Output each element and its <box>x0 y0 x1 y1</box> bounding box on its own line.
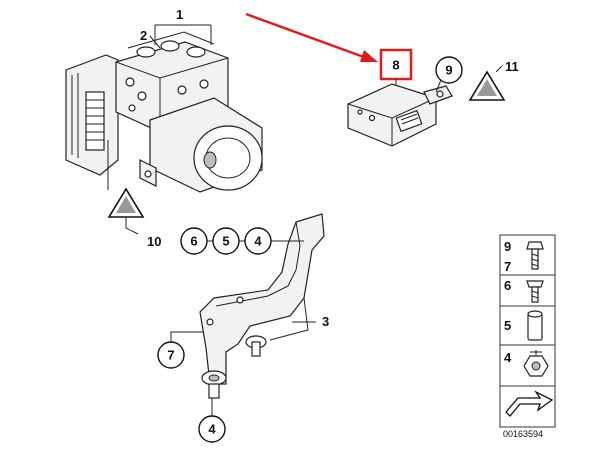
label-part-4-bottom: 4 <box>208 422 216 437</box>
nut-icon <box>523 350 549 377</box>
sleeve-icon <box>527 310 543 341</box>
legend-label-5: 5 <box>504 318 511 333</box>
label-part-6: 6 <box>190 234 197 249</box>
hardware-legend: 9 7 6 5 4 00163594 <box>499 234 556 439</box>
sensor-part-8 <box>347 83 453 147</box>
label-part-3: 3 <box>322 314 329 329</box>
legend-label-4: 4 <box>504 350 512 365</box>
bracket-part-3 <box>199 213 325 399</box>
label-part-9: 9 <box>445 63 452 78</box>
legend-label-7: 7 <box>504 259 511 274</box>
diagram-reference-number: 00163594 <box>503 429 543 439</box>
label-part-8: 8 <box>392 58 399 73</box>
callout-circle-9 <box>435 56 463 84</box>
warning-triangle-icon <box>468 65 506 101</box>
label-part-4-chain: 4 <box>254 234 262 249</box>
screw-icon <box>526 280 544 303</box>
callout-part-2: 2 <box>140 28 161 49</box>
warning-triangle-icon <box>107 187 145 235</box>
label-part-7: 7 <box>167 348 174 363</box>
label-part-2: 2 <box>140 28 147 43</box>
label-part-1: 1 <box>176 7 183 22</box>
highlight-arrow <box>245 12 378 62</box>
abs-hydraulic-unit <box>65 31 263 193</box>
legend-label-9: 9 <box>504 239 511 254</box>
callout-chain-6-5-4: 6 5 4 <box>180 227 304 255</box>
arrow-icon <box>505 390 554 417</box>
label-part-5: 5 <box>222 234 229 249</box>
legend-label-6: 6 <box>504 278 511 293</box>
label-part-11: 11 <box>505 59 519 74</box>
bolt-icon <box>526 241 544 270</box>
label-part-10: 10 <box>147 234 161 249</box>
